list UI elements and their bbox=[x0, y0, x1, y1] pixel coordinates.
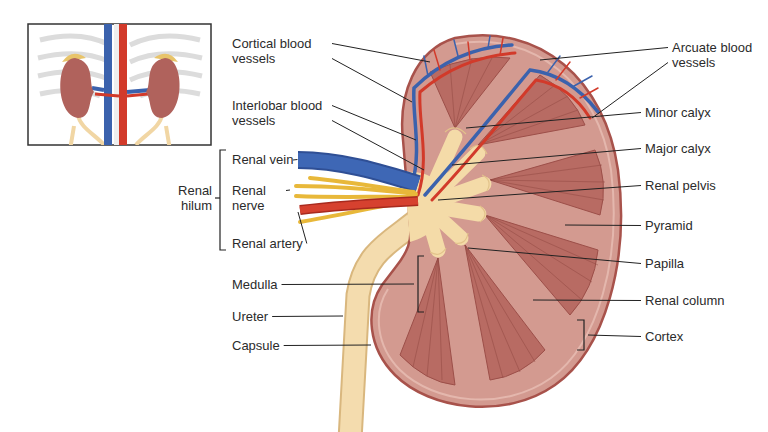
inset-figure bbox=[28, 24, 211, 150]
leader-line bbox=[533, 300, 641, 302]
part-label: Cortex bbox=[645, 329, 683, 344]
leader-line bbox=[540, 48, 668, 61]
part-label: Renal column bbox=[645, 293, 725, 308]
part-label: Renal pelvis bbox=[645, 178, 716, 193]
leader-line bbox=[293, 159, 297, 161]
part-label: Renal vein bbox=[232, 152, 293, 167]
leader-line bbox=[332, 59, 412, 103]
part-label: Capsule bbox=[232, 338, 280, 353]
part-label: Renal hilum bbox=[160, 183, 212, 213]
kidney-outline bbox=[371, 35, 621, 406]
leader-line bbox=[332, 44, 430, 63]
part-label: Ureter bbox=[232, 309, 268, 324]
leader-line bbox=[282, 284, 414, 286]
leader-line bbox=[332, 121, 424, 171]
part-label: Pyramid bbox=[645, 218, 693, 233]
leader-line bbox=[286, 190, 290, 192]
part-label: Renal nerve bbox=[232, 183, 282, 213]
leader-line bbox=[438, 186, 641, 201]
part-label: Minor calyx bbox=[645, 105, 711, 120]
leader-line bbox=[468, 248, 641, 264]
part-label: Papilla bbox=[645, 256, 684, 271]
leader-line bbox=[284, 345, 371, 347]
leader-line bbox=[565, 225, 641, 227]
part-label: Major calyx bbox=[645, 141, 711, 156]
part-label: Cortical blood vessels bbox=[232, 36, 328, 66]
leader-line bbox=[332, 106, 416, 141]
leader-line bbox=[466, 113, 641, 129]
part-label: Medulla bbox=[232, 277, 278, 292]
part-label: Interlobar blood vessels bbox=[232, 98, 328, 128]
leader-line bbox=[452, 149, 641, 166]
part-label: Arcuate blood vessels bbox=[672, 40, 766, 70]
part-label: Renal artery bbox=[232, 236, 303, 251]
leader-line bbox=[588, 335, 641, 337]
leader-line bbox=[272, 316, 343, 318]
